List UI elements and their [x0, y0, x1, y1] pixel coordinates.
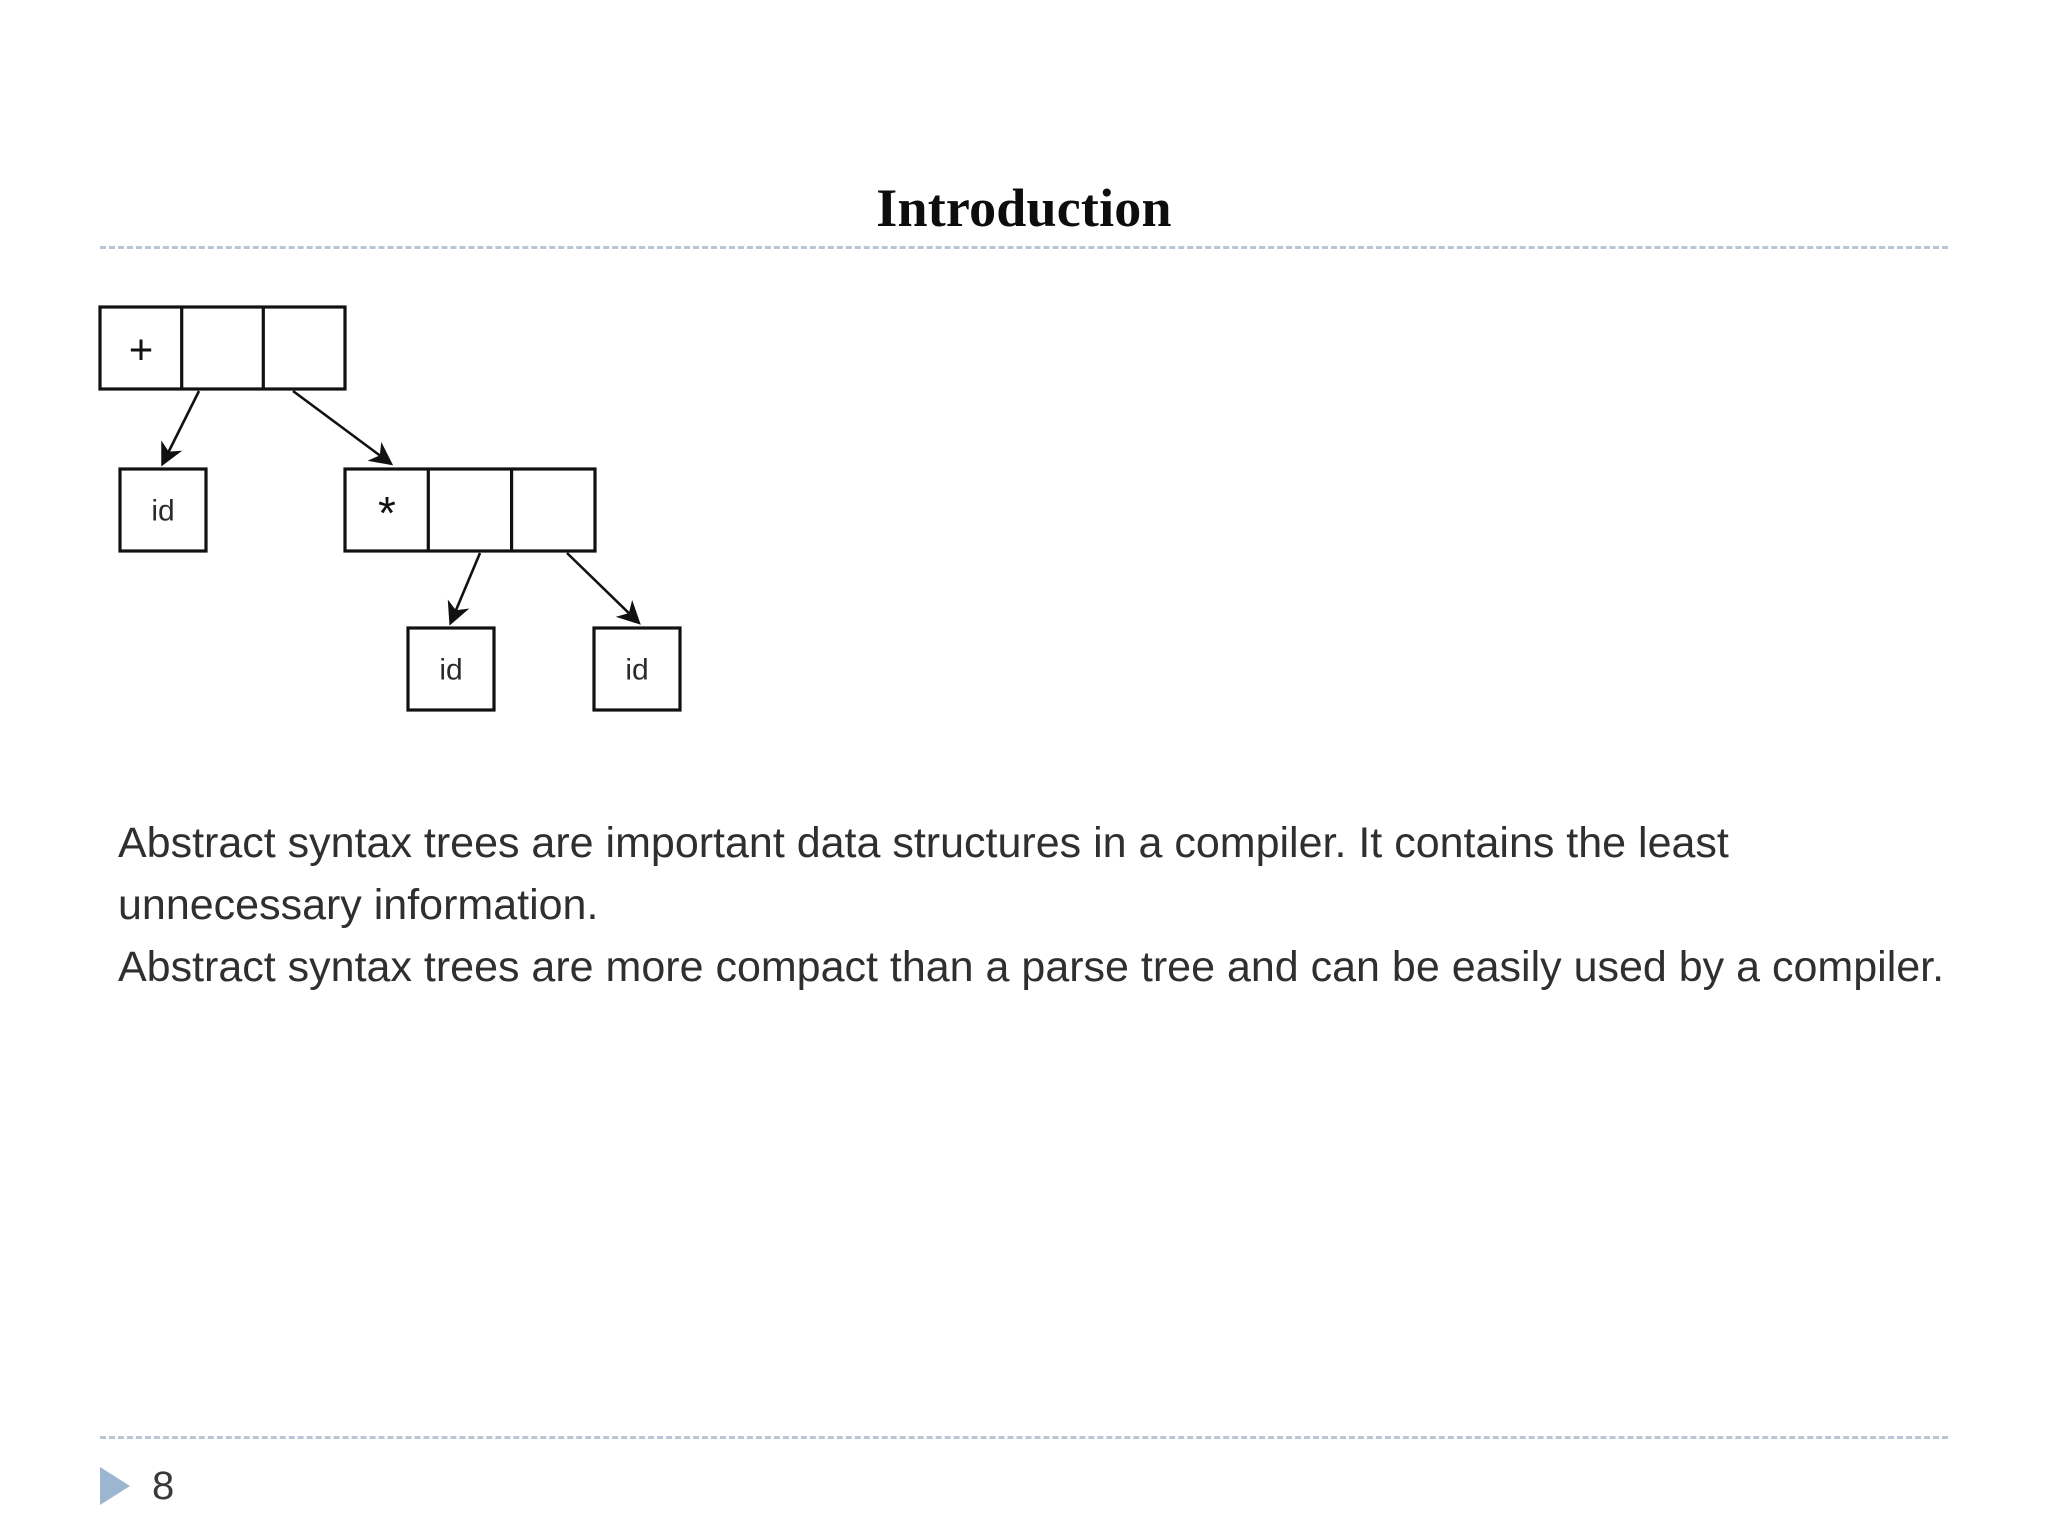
body-paragraph-2: Abstract syntax trees are more compact t…	[118, 943, 1945, 991]
edge-mul-to-left-id	[447, 552, 482, 626]
ast-diagram-svg: + id * id id	[98, 305, 682, 712]
page-title: Introduction	[876, 178, 1172, 239]
ast-node-leaf-1-label: id	[151, 495, 174, 528]
edge-root-to-mul	[292, 389, 394, 466]
ast-node-leaf-2-label: id	[439, 654, 462, 687]
ast-node-leaf-2: id	[406, 626, 496, 712]
ast-diagram: + id * id id	[80, 285, 1020, 765]
ast-node-root: +	[98, 305, 347, 391]
ast-node-mul: *	[343, 467, 597, 553]
body-text-block: Abstract syntax trees are important data…	[118, 812, 1948, 998]
ast-node-leaf-3-label: id	[625, 654, 648, 687]
edge-mul-to-right-id	[566, 552, 641, 625]
body-paragraph-1: Abstract syntax trees are important data…	[118, 819, 1729, 929]
title-divider	[100, 246, 1948, 249]
ast-node-leaf-3: id	[592, 626, 682, 712]
edge-root-to-left-id	[161, 390, 201, 467]
ast-node-leaf-1: id	[118, 467, 208, 553]
ast-node-root-label: +	[129, 326, 154, 373]
ast-edges	[161, 389, 641, 626]
triangle-right-icon	[100, 1467, 130, 1505]
slide-footer: 8	[100, 1458, 174, 1514]
page-number: 8	[152, 1464, 175, 1508]
ast-node-mul-label: *	[378, 487, 396, 539]
footer-divider	[100, 1436, 1948, 1439]
